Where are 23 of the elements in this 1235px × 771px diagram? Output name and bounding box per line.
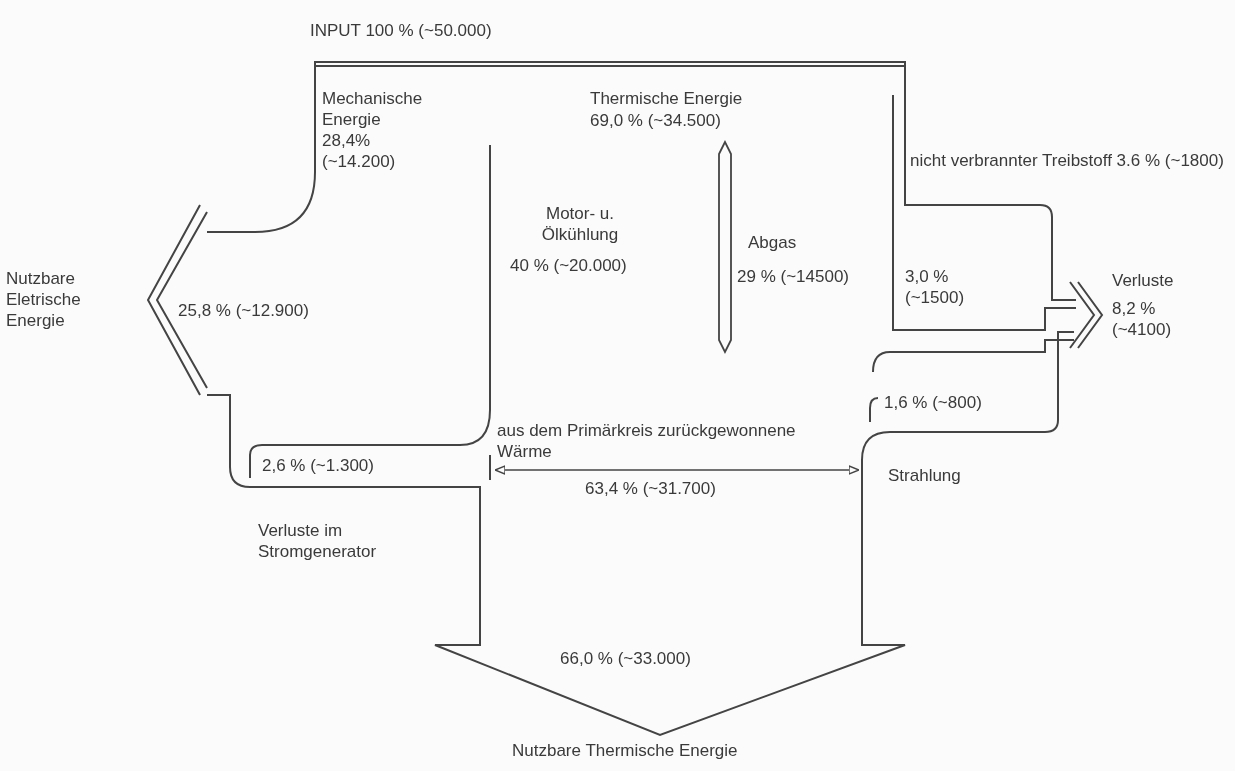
flow-label: nicht verbrannter Treibstoff 3.6 % (~1800): [910, 150, 1225, 171]
flow-label: 66,0 % (~33.000): [560, 648, 692, 669]
flow-label: aus dem Primärkreis zurückgewonnene Wärme: [497, 420, 797, 462]
flow-label: 8,2 % (~4100): [1112, 298, 1173, 340]
flow-label: 69,0 % (~34.500): [590, 110, 722, 131]
flow-label: Mechanische Energie: [322, 88, 424, 130]
flow-label: 63,4 % (~31.700): [585, 478, 717, 499]
flow-label: Verluste im Stromgenerator: [258, 520, 378, 562]
flow-label: 40 % (~20.000): [510, 255, 628, 276]
flow-label: Nutzbare Thermische Energie: [512, 740, 739, 761]
flow-label: 2,6 % (~1.300): [262, 455, 375, 476]
flow-label: 28,4% (~14.200): [322, 130, 397, 172]
flow-label: Verluste: [1112, 270, 1175, 291]
flow-label: 1,6 % (~800): [884, 392, 983, 413]
flow-label: Abgas: [748, 232, 798, 253]
flow-label: Motor- u. Ölkühlung: [540, 203, 620, 245]
flow-label: 25,8 % (~12.900): [178, 300, 310, 321]
flow-label: Thermische Energie: [590, 88, 744, 109]
flow-label: Nutzbare Eletrische Energie: [6, 268, 82, 331]
flow-label: 29 % (~14500): [737, 266, 850, 287]
flow-label: Strahlung: [888, 465, 962, 486]
flow-label: 3,0 % (~1500): [905, 266, 966, 308]
flow-label: INPUT 100 % (~50.000): [310, 20, 493, 41]
